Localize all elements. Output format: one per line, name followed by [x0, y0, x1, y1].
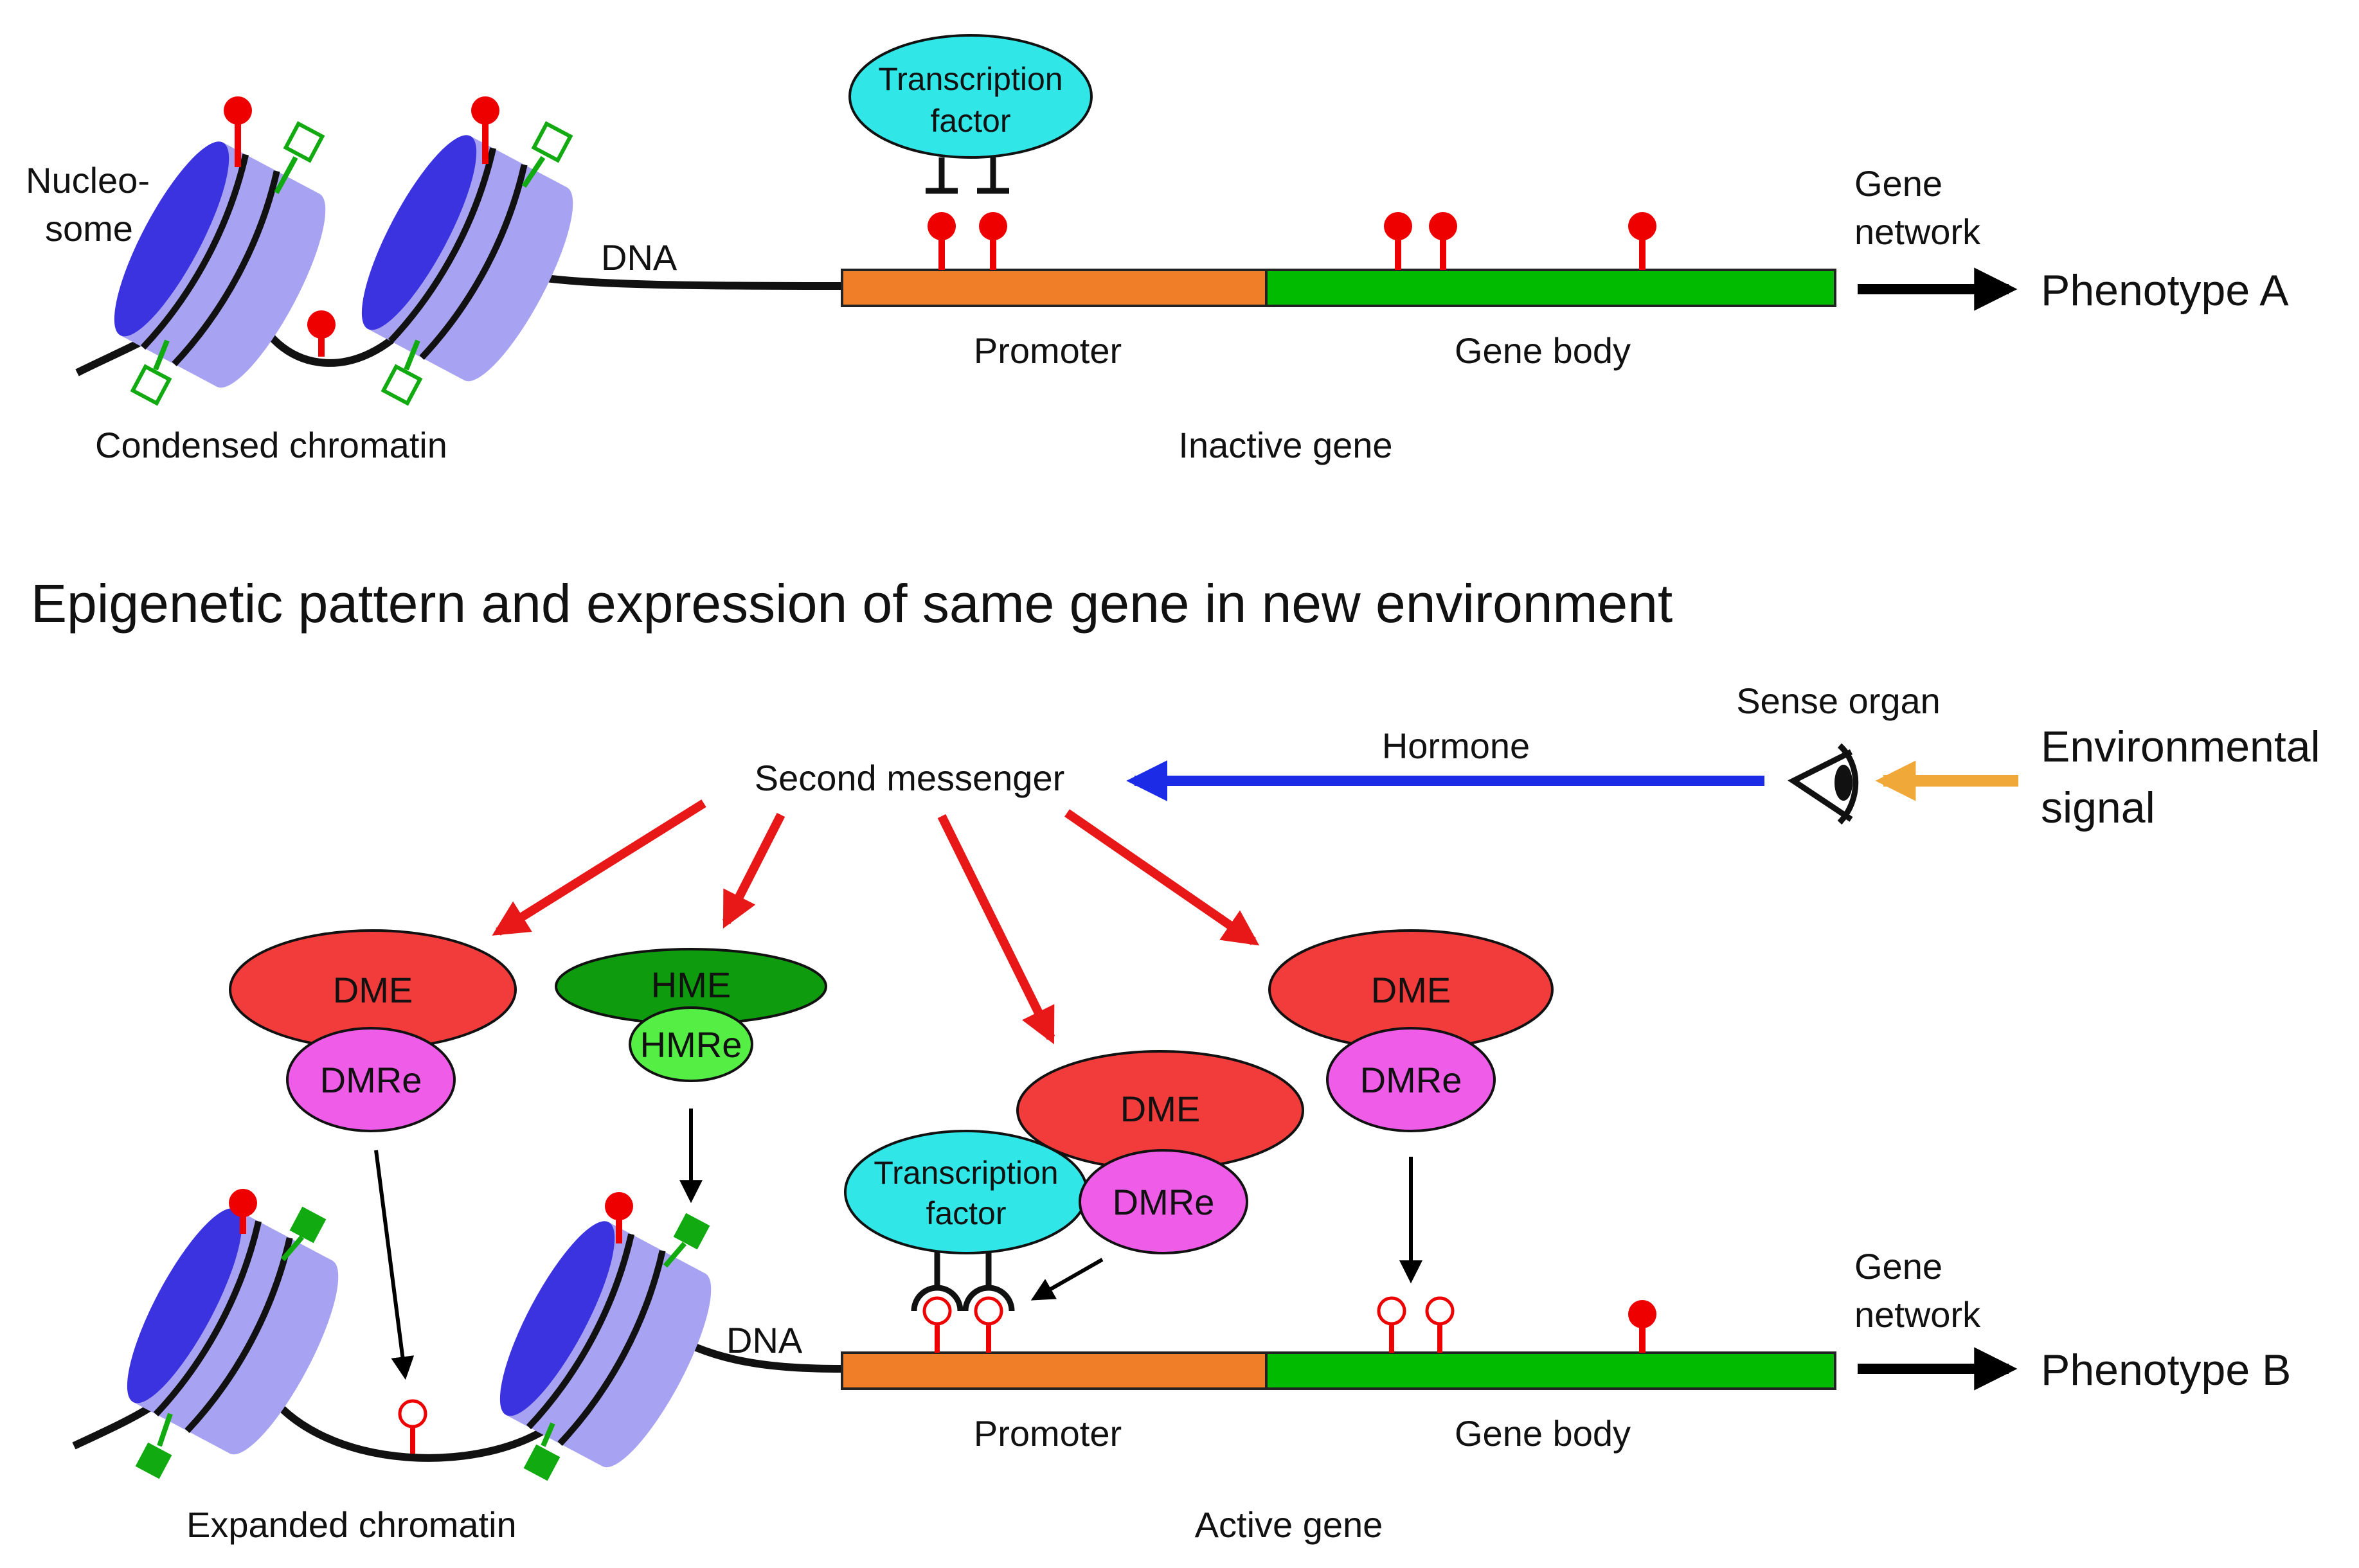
- sense-organ-label: Sense organ: [1736, 681, 1941, 721]
- dme-right-label: DME: [1371, 970, 1451, 1010]
- top-linker-methyl: [307, 310, 336, 339]
- bottom-chromatin-label: Expanded chromatin: [186, 1504, 517, 1545]
- bottom-panel: Environmental signal Sense organ Hormone…: [72, 681, 2320, 1545]
- dmre-right-label: DMRe: [1360, 1060, 1462, 1100]
- hmre-label: HMRe: [640, 1024, 742, 1065]
- dmre-center-complex: DMRe: [1079, 1149, 1248, 1254]
- bottom-phenotype-label: Phenotype B: [2041, 1346, 2291, 1394]
- bottom-gene-network-label: Gene: [1854, 1246, 1942, 1287]
- nucleosome-3: [127, 1189, 339, 1479]
- dme-dmre-left-complex: DME DMRe: [229, 929, 517, 1132]
- environmental-signal-label: Environmental: [2041, 722, 2320, 771]
- top-phenotype-label: Phenotype A: [2041, 266, 2289, 315]
- second-messenger-label: Second messenger: [755, 758, 1065, 798]
- nucleosome-4: [499, 1192, 712, 1481]
- bottom-promoter-sites: [911, 1243, 1015, 1353]
- hme-hmre-complex: HME HMRe: [555, 948, 827, 1082]
- top-promoter-segment: [841, 269, 1268, 307]
- cascade-arrows: [492, 799, 1260, 1045]
- bottom-linker-demethylated: [398, 1399, 427, 1429]
- bottom-dna-label: DNA: [726, 1320, 803, 1360]
- top-chromatin-label: Condensed chromatin: [95, 425, 447, 465]
- bottom-promoter-segment: [841, 1351, 1268, 1390]
- environmental-signal-label-2: signal: [2041, 783, 2155, 832]
- arrow-dmre-center-to-promoter: [1030, 1258, 1104, 1301]
- top-gene-body-segment: [1265, 269, 1836, 307]
- top-nucleosome-label-2: some: [45, 208, 133, 249]
- arrow-dmre-left-down: [374, 1150, 415, 1380]
- bottom-gene-network-label-2: network: [1854, 1294, 1981, 1335]
- hme-label: HME: [651, 965, 731, 1005]
- nucleosome-1: [114, 96, 326, 406]
- bottom-gene-body-sites: [1377, 1296, 1656, 1353]
- svg-text:factor: factor: [926, 1195, 1006, 1231]
- bottom-gene-body-label: Gene body: [1455, 1413, 1631, 1454]
- top-dna-label: DNA: [601, 237, 677, 278]
- section-title: Epigenetic pattern and expression of sam…: [31, 573, 1673, 634]
- dme-dmre-right-complex: DME DMRe: [1268, 929, 1554, 1132]
- top-nucleosome-label: Nucleo-: [26, 160, 150, 200]
- top-gene-state-label: Inactive gene: [1178, 425, 1392, 465]
- dme-dmre-center-complex: DME: [1016, 1050, 1304, 1171]
- top-gene-network-label: Gene: [1854, 163, 1942, 204]
- bottom-gene-body-segment: [1265, 1351, 1836, 1390]
- top-promoter-label: Promoter: [974, 330, 1122, 371]
- bottom-promoter-label: Promoter: [974, 1413, 1122, 1454]
- top-gene-network-label-2: network: [1854, 211, 1981, 252]
- top-promoter-methyls: [928, 212, 1007, 270]
- top-panel: Nucleo- some DNA Transcription factor: [26, 34, 2289, 465]
- top-transcription-factor: Transcription factor: [848, 34, 1093, 194]
- dmre-left-label: DMRe: [320, 1060, 422, 1100]
- top-gene-body-methyls: [1384, 212, 1656, 270]
- svg-text:factor: factor: [930, 103, 1010, 139]
- eye-icon: [1788, 743, 1859, 825]
- dme-center-label: DME: [1120, 1089, 1200, 1129]
- svg-text:Transcription: Transcription: [874, 1155, 1058, 1191]
- nucleosome-2: [361, 96, 573, 406]
- hormone-label: Hormone: [1382, 726, 1530, 766]
- dmre-center-label: DMRe: [1113, 1182, 1215, 1222]
- dme-left-label: DME: [333, 970, 413, 1010]
- svg-text:Transcription: Transcription: [878, 61, 1063, 97]
- bottom-gene-state-label: Active gene: [1195, 1504, 1383, 1545]
- top-gene-body-label: Gene body: [1455, 330, 1631, 371]
- bottom-transcription-factor: Transcription factor: [844, 1130, 1088, 1254]
